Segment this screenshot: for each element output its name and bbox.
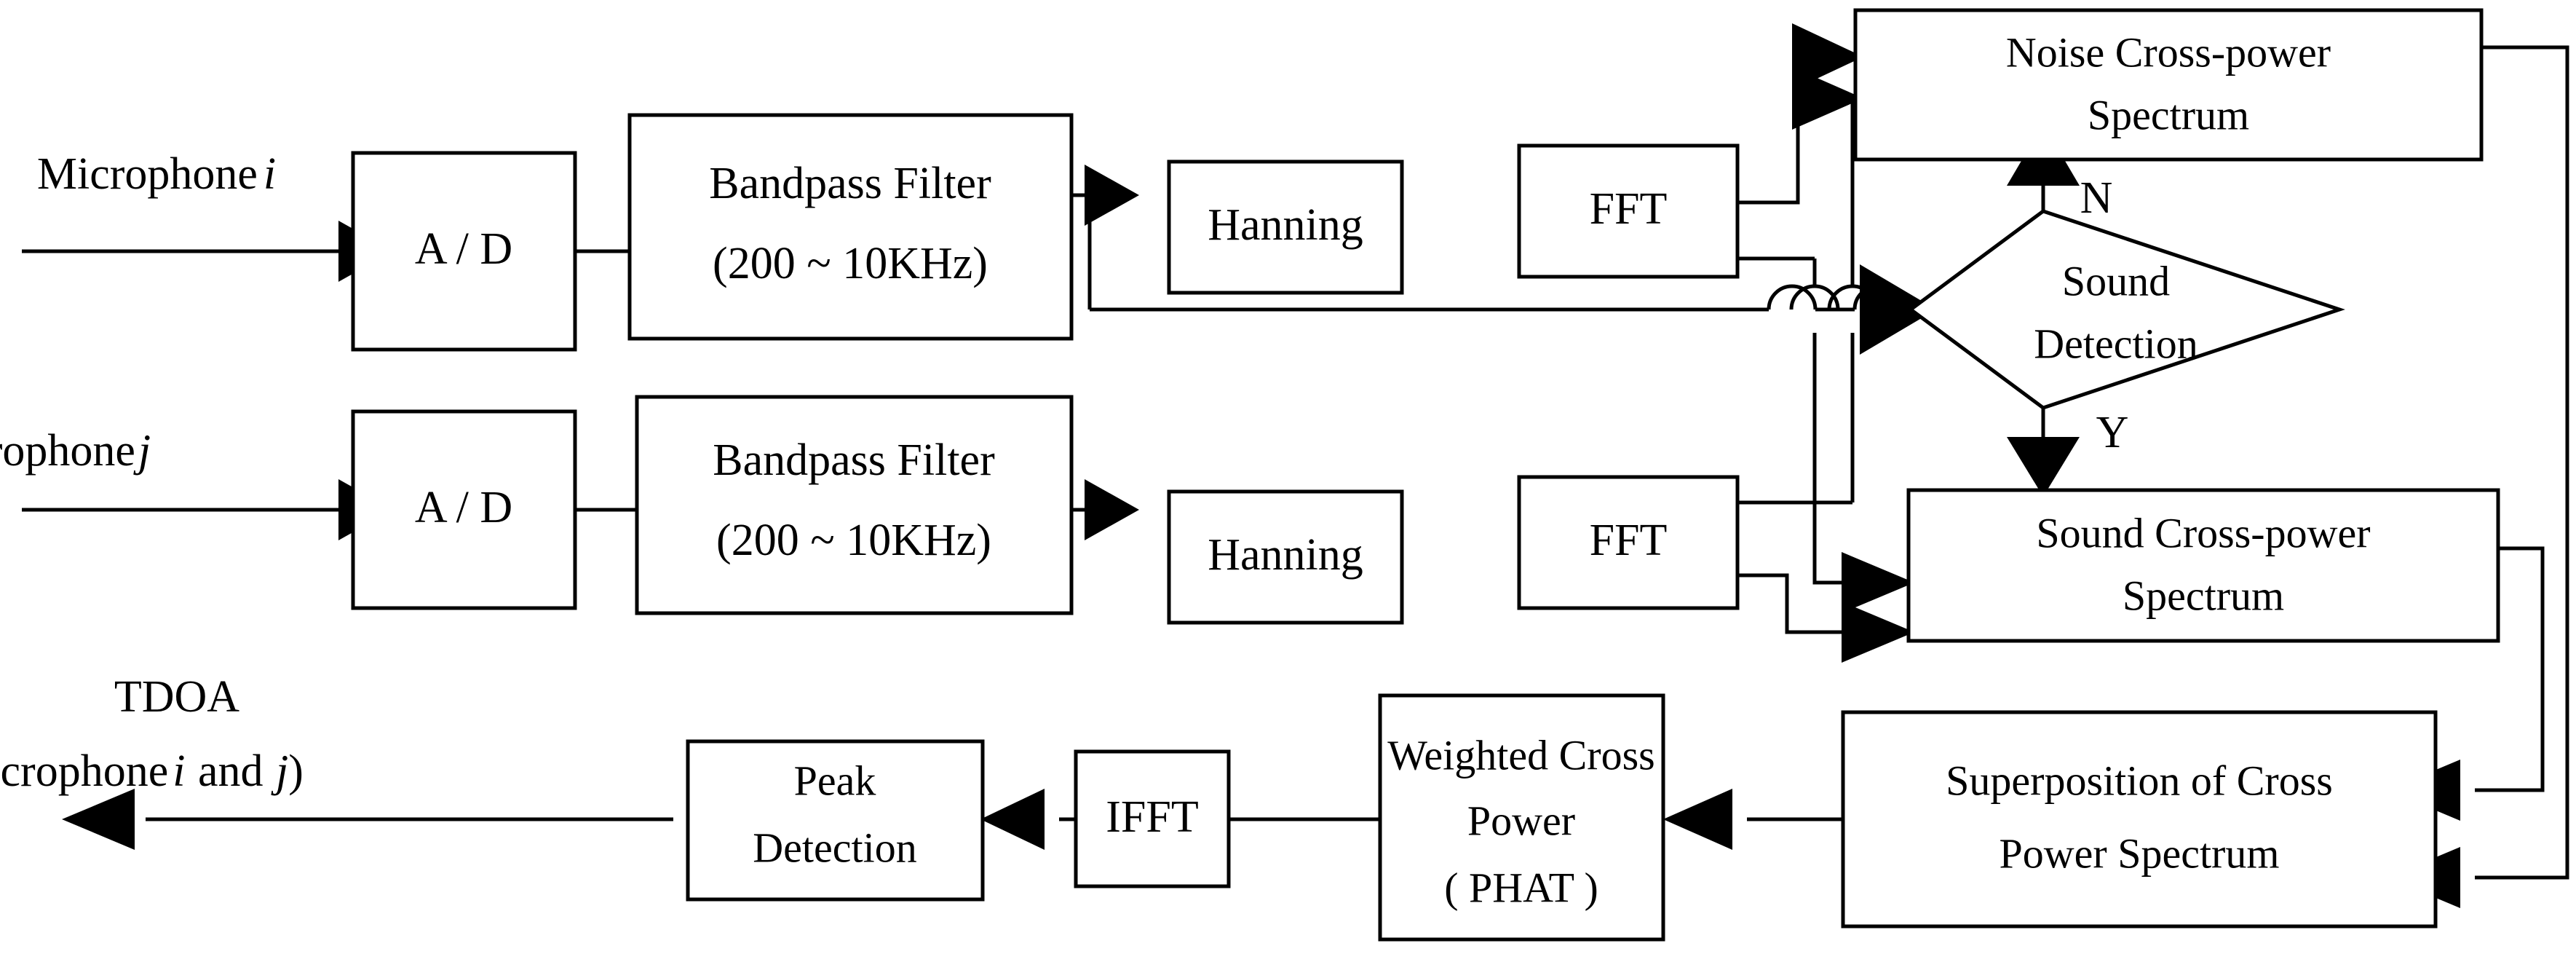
block-ad-i[interactable] [351,151,577,352]
label-microphone-j-subscript: j [133,426,151,476]
block-peak-detection[interactable] [686,739,985,902]
wire-fftj-to-sound [1736,573,1863,634]
block-weighted-line2: Power [1467,797,1575,844]
label-tdoa-post: ) [288,746,304,796]
block-ifft-label: IFFT [1106,792,1198,842]
arrowhead-tdoa-output [62,789,135,850]
block-fft-i[interactable] [1517,143,1740,279]
arrowhead-sound-input-1 [1842,552,1914,613]
arrowhead-sound-input-2 [1842,602,1914,663]
block-noise-cross-power-spectrum[interactable] [1853,8,2484,162]
block-bandpass-i[interactable] [627,113,1074,341]
block-superposition-line2: Power Spectrum [2000,829,2280,877]
block-peak-line1: Peak [794,757,876,804]
block-superposition[interactable] [1841,710,2438,929]
label-microphone-j: Microphonej [0,426,151,476]
label-tdoa-i: i [173,746,185,796]
arrowhead-bpi-to-hanning [1085,165,1139,226]
label-tdoa-pre: (Between Microphone [0,746,168,796]
block-ad-i-label: A / D [415,224,512,274]
block-bandpass-j-line2: (200 ~ 10KHz) [716,516,991,565]
block-hanning-j-label: Hanning [1208,530,1363,580]
block-noise-line1: Noise Cross-power [2006,28,2331,76]
label-branch-yes: Y [2096,408,2129,457]
arrowhead-superposition-to-weighted [1663,789,1732,850]
block-weighted-line1: Weighted Cross [1387,731,1654,778]
block-sound-detection[interactable] [1907,209,2345,410]
label-microphone-i-subscript: i [263,149,276,199]
block-ad-j-label: A / D [415,483,512,532]
block-sound-detection-line2: Detection [2034,320,2197,367]
arrowhead-noise-input-2 [1792,67,1863,130]
arrowhead-into-sound-detection [1860,264,1936,355]
block-bandpass-i-line2: (200 ~ 10KHz) [713,239,988,288]
block-hanning-i-label: Hanning [1208,200,1363,250]
wire-fftj-upper-c [1820,96,1855,286]
block-bandpass-j[interactable] [635,395,1074,615]
label-microphone-j-text: Microphone [0,426,135,476]
label-tdoa-mid: and [186,746,274,796]
block-ad-j[interactable] [351,409,577,610]
label-branch-no: N [2080,173,2113,223]
block-hanning-j[interactable] [1167,489,1404,625]
block-fft-i-label: FFT [1590,184,1668,234]
block-bandpass-i-line1: Bandpass Filter [709,159,991,208]
label-tdoa-line1: TDOA [114,672,239,722]
block-weighted-cross-power[interactable] [1378,693,1665,942]
block-peak-line2: Detection [753,824,916,871]
arrowhead-bpj-to-hanningj [1085,479,1139,540]
block-sound-cross-power-spectrum[interactable] [1906,488,2500,643]
arrowhead-weighted-to-ifft [980,789,1045,850]
arrowhead-noise-input-1 [1792,23,1863,90]
block-hanning-i[interactable] [1167,159,1404,295]
block-noise-line2: Spectrum [2088,91,2249,138]
block-fft-j-label: FFT [1590,516,1668,565]
wire-ffti-lower-c [1812,333,1863,585]
block-sound-line1: Sound Cross-power [2036,509,2370,556]
block-sound-line2: Spectrum [2123,572,2284,619]
wire-hop-1 [1767,284,1818,310]
block-fft-j[interactable] [1517,475,1740,610]
wire-hop-3 [1789,284,1840,310]
block-sound-detection-line1: Sound [2062,257,2170,304]
block-bandpass-j-line1: Bandpass Filter [713,435,995,485]
arrowhead-detection-yes [2007,437,2080,497]
block-superposition-line1: Superposition of Cross [1946,757,2333,804]
block-ifft[interactable] [1074,749,1231,888]
label-microphone-i-text: Microphone [37,149,258,199]
block-weighted-line3: ( PHAT ) [1444,864,1598,911]
